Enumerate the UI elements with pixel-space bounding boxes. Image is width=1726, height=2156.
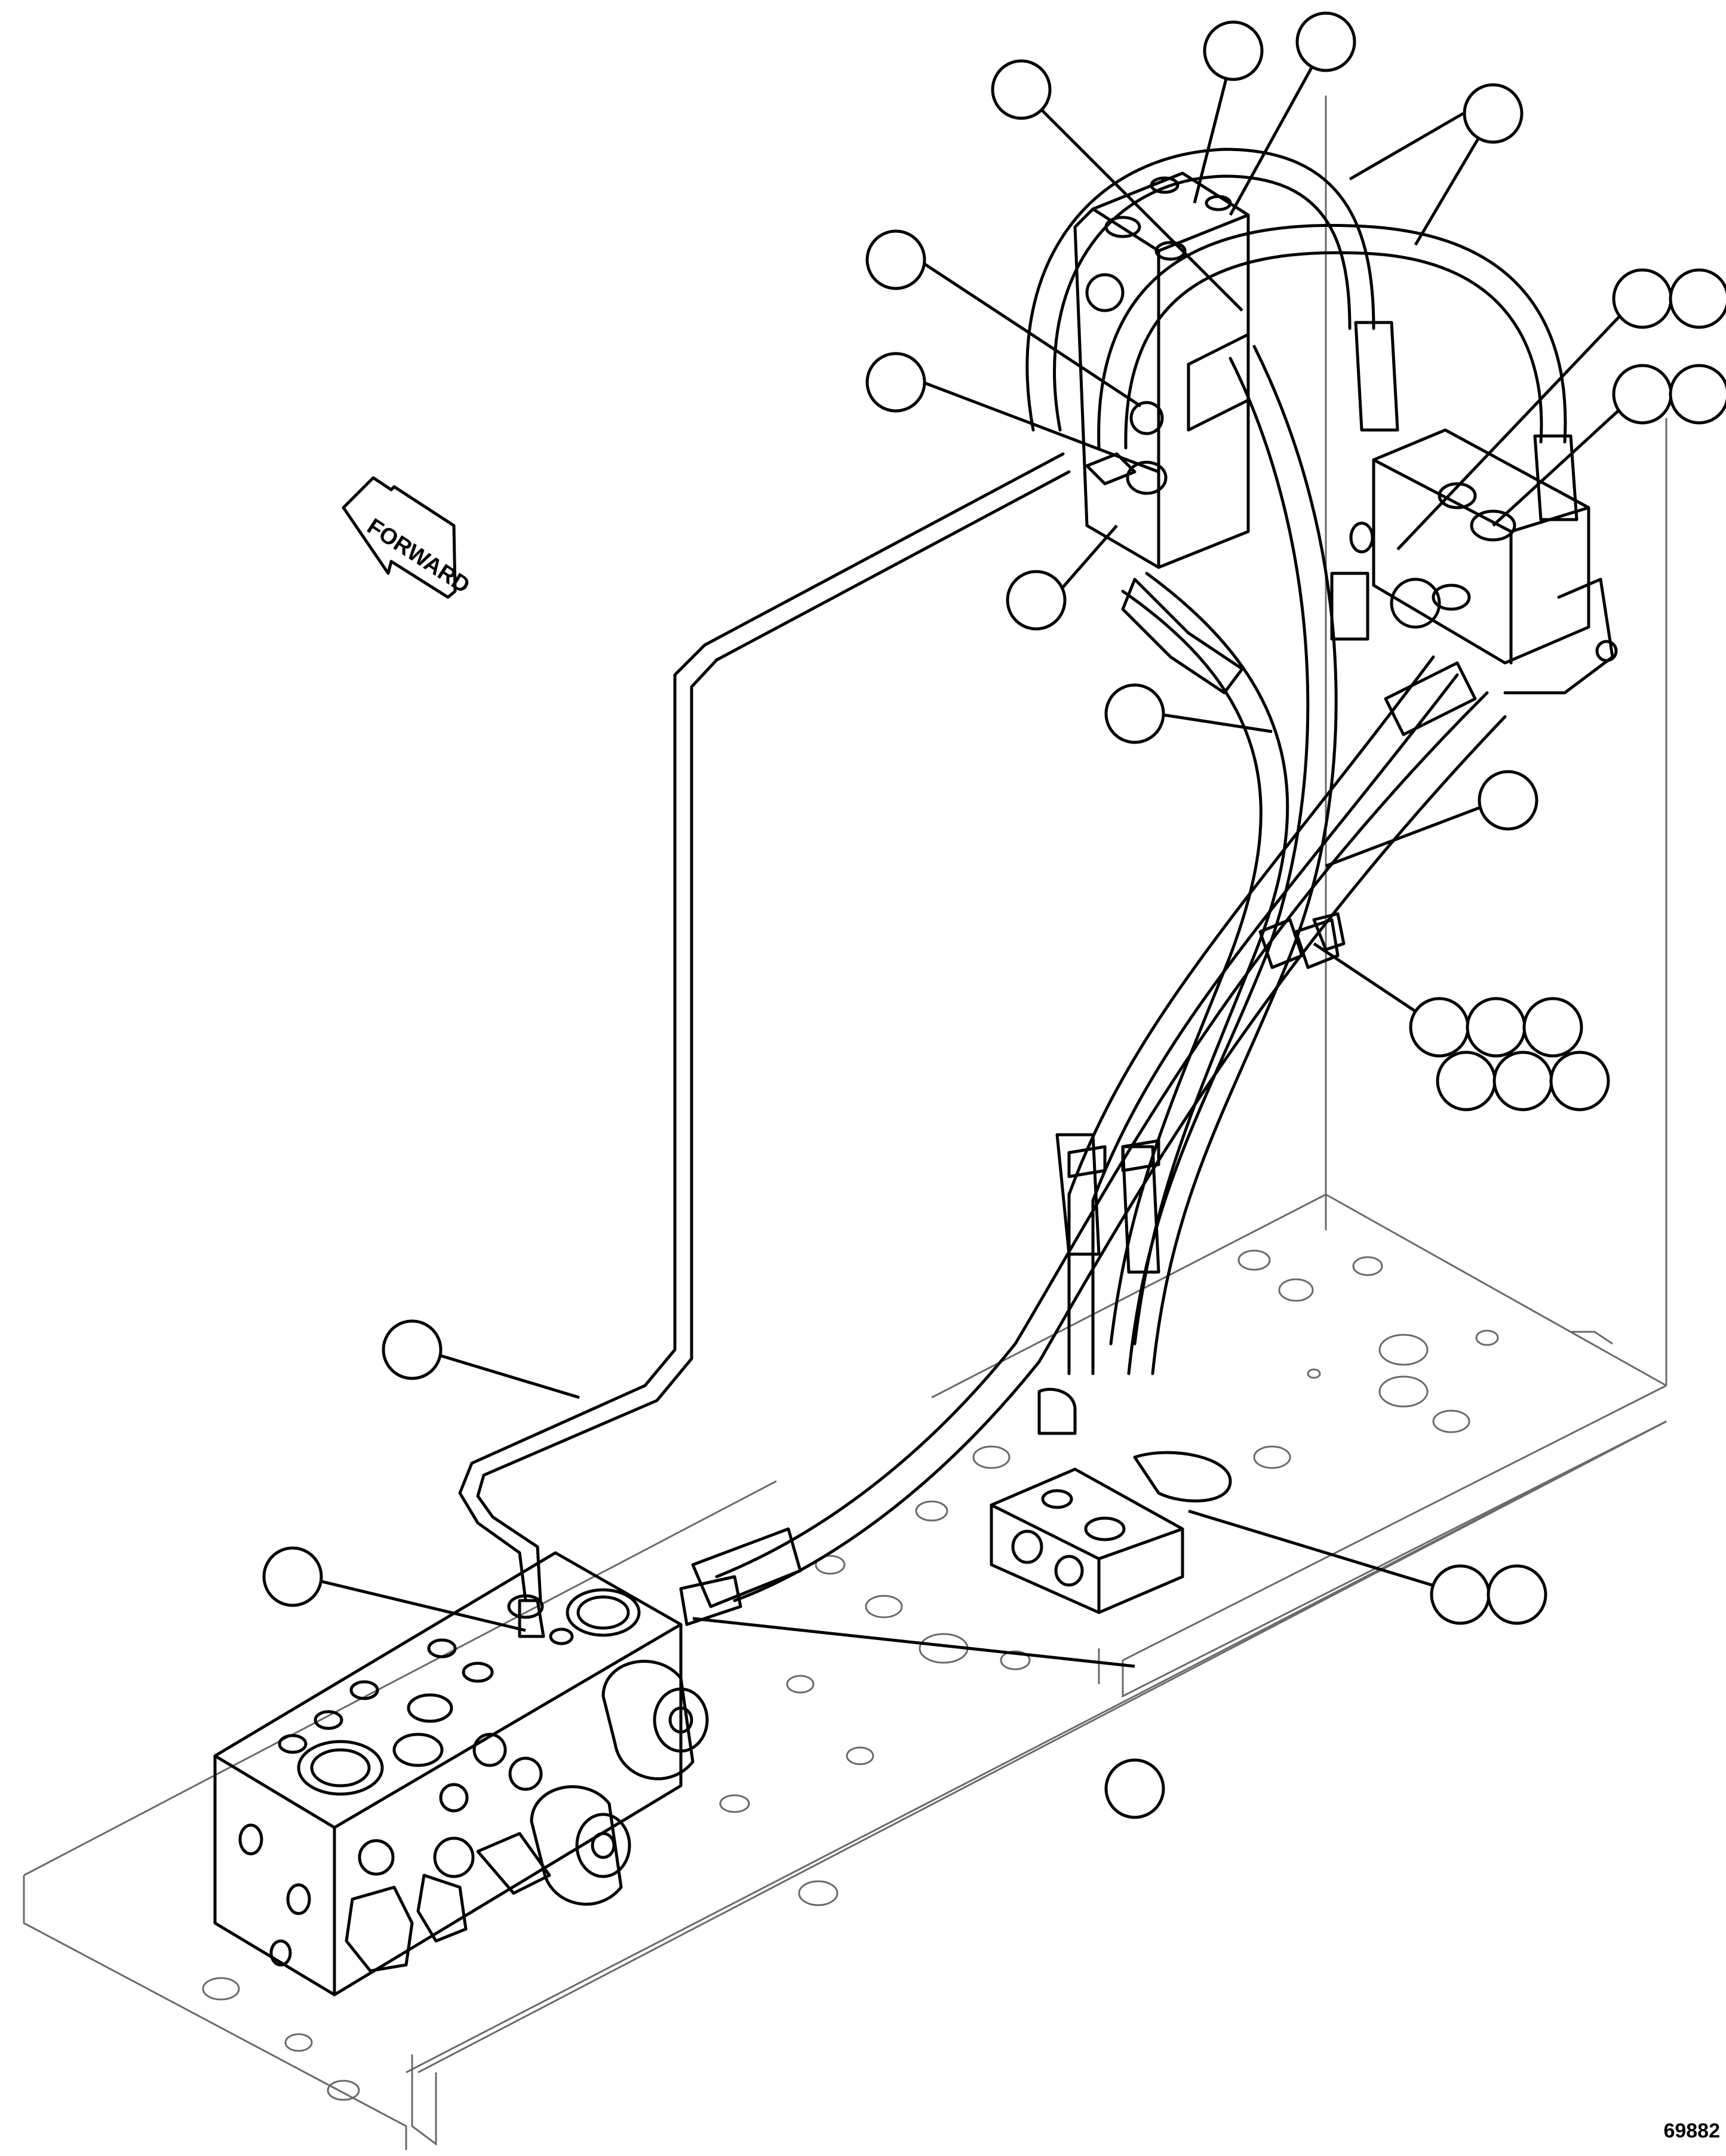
callout-bubbles	[262, 11, 1726, 1819]
callout-bubble	[1463, 83, 1524, 144]
callout-bubble	[1203, 20, 1264, 81]
forward-arrow: FORWARD	[342, 476, 474, 599]
callout-bubble	[1612, 364, 1673, 425]
lower-left-manifold	[213, 1551, 742, 1997]
callout-bubble	[382, 1319, 443, 1380]
right-valve-block	[1330, 428, 1618, 695]
callout-bubble	[1492, 1051, 1553, 1111]
callout-bubble	[1478, 770, 1538, 831]
callout-bubble	[1522, 997, 1583, 1058]
callout-bubble	[1295, 11, 1356, 72]
callout-bubble	[1549, 1051, 1610, 1111]
callout-bubble	[1104, 1758, 1165, 1819]
callout-bubble	[1466, 997, 1527, 1058]
callout-bubble	[1104, 683, 1165, 744]
callout-bubble	[1612, 268, 1673, 329]
hydraulic-hoses	[458, 148, 1578, 1608]
callout-bubble	[1436, 1051, 1497, 1111]
callout-bubble	[865, 229, 926, 290]
hose-clamp-fittings	[1067, 912, 1346, 1178]
callout-bubble	[1669, 364, 1726, 425]
lower-center-manifold	[990, 1387, 1232, 1614]
callout-bubble	[865, 352, 926, 413]
callout-bubble	[1487, 1564, 1547, 1625]
callout-bubble	[1006, 570, 1067, 631]
leader-lines	[301, 41, 1638, 1668]
callout-bubble	[1409, 997, 1470, 1058]
callout-bubble	[262, 1546, 323, 1607]
callout-bubble	[1430, 1564, 1491, 1625]
callout-bubble	[991, 59, 1052, 120]
callout-bubble	[1669, 268, 1726, 329]
figure-number: 69882	[1663, 2120, 1720, 2142]
mounting-frame	[23, 96, 1667, 2150]
